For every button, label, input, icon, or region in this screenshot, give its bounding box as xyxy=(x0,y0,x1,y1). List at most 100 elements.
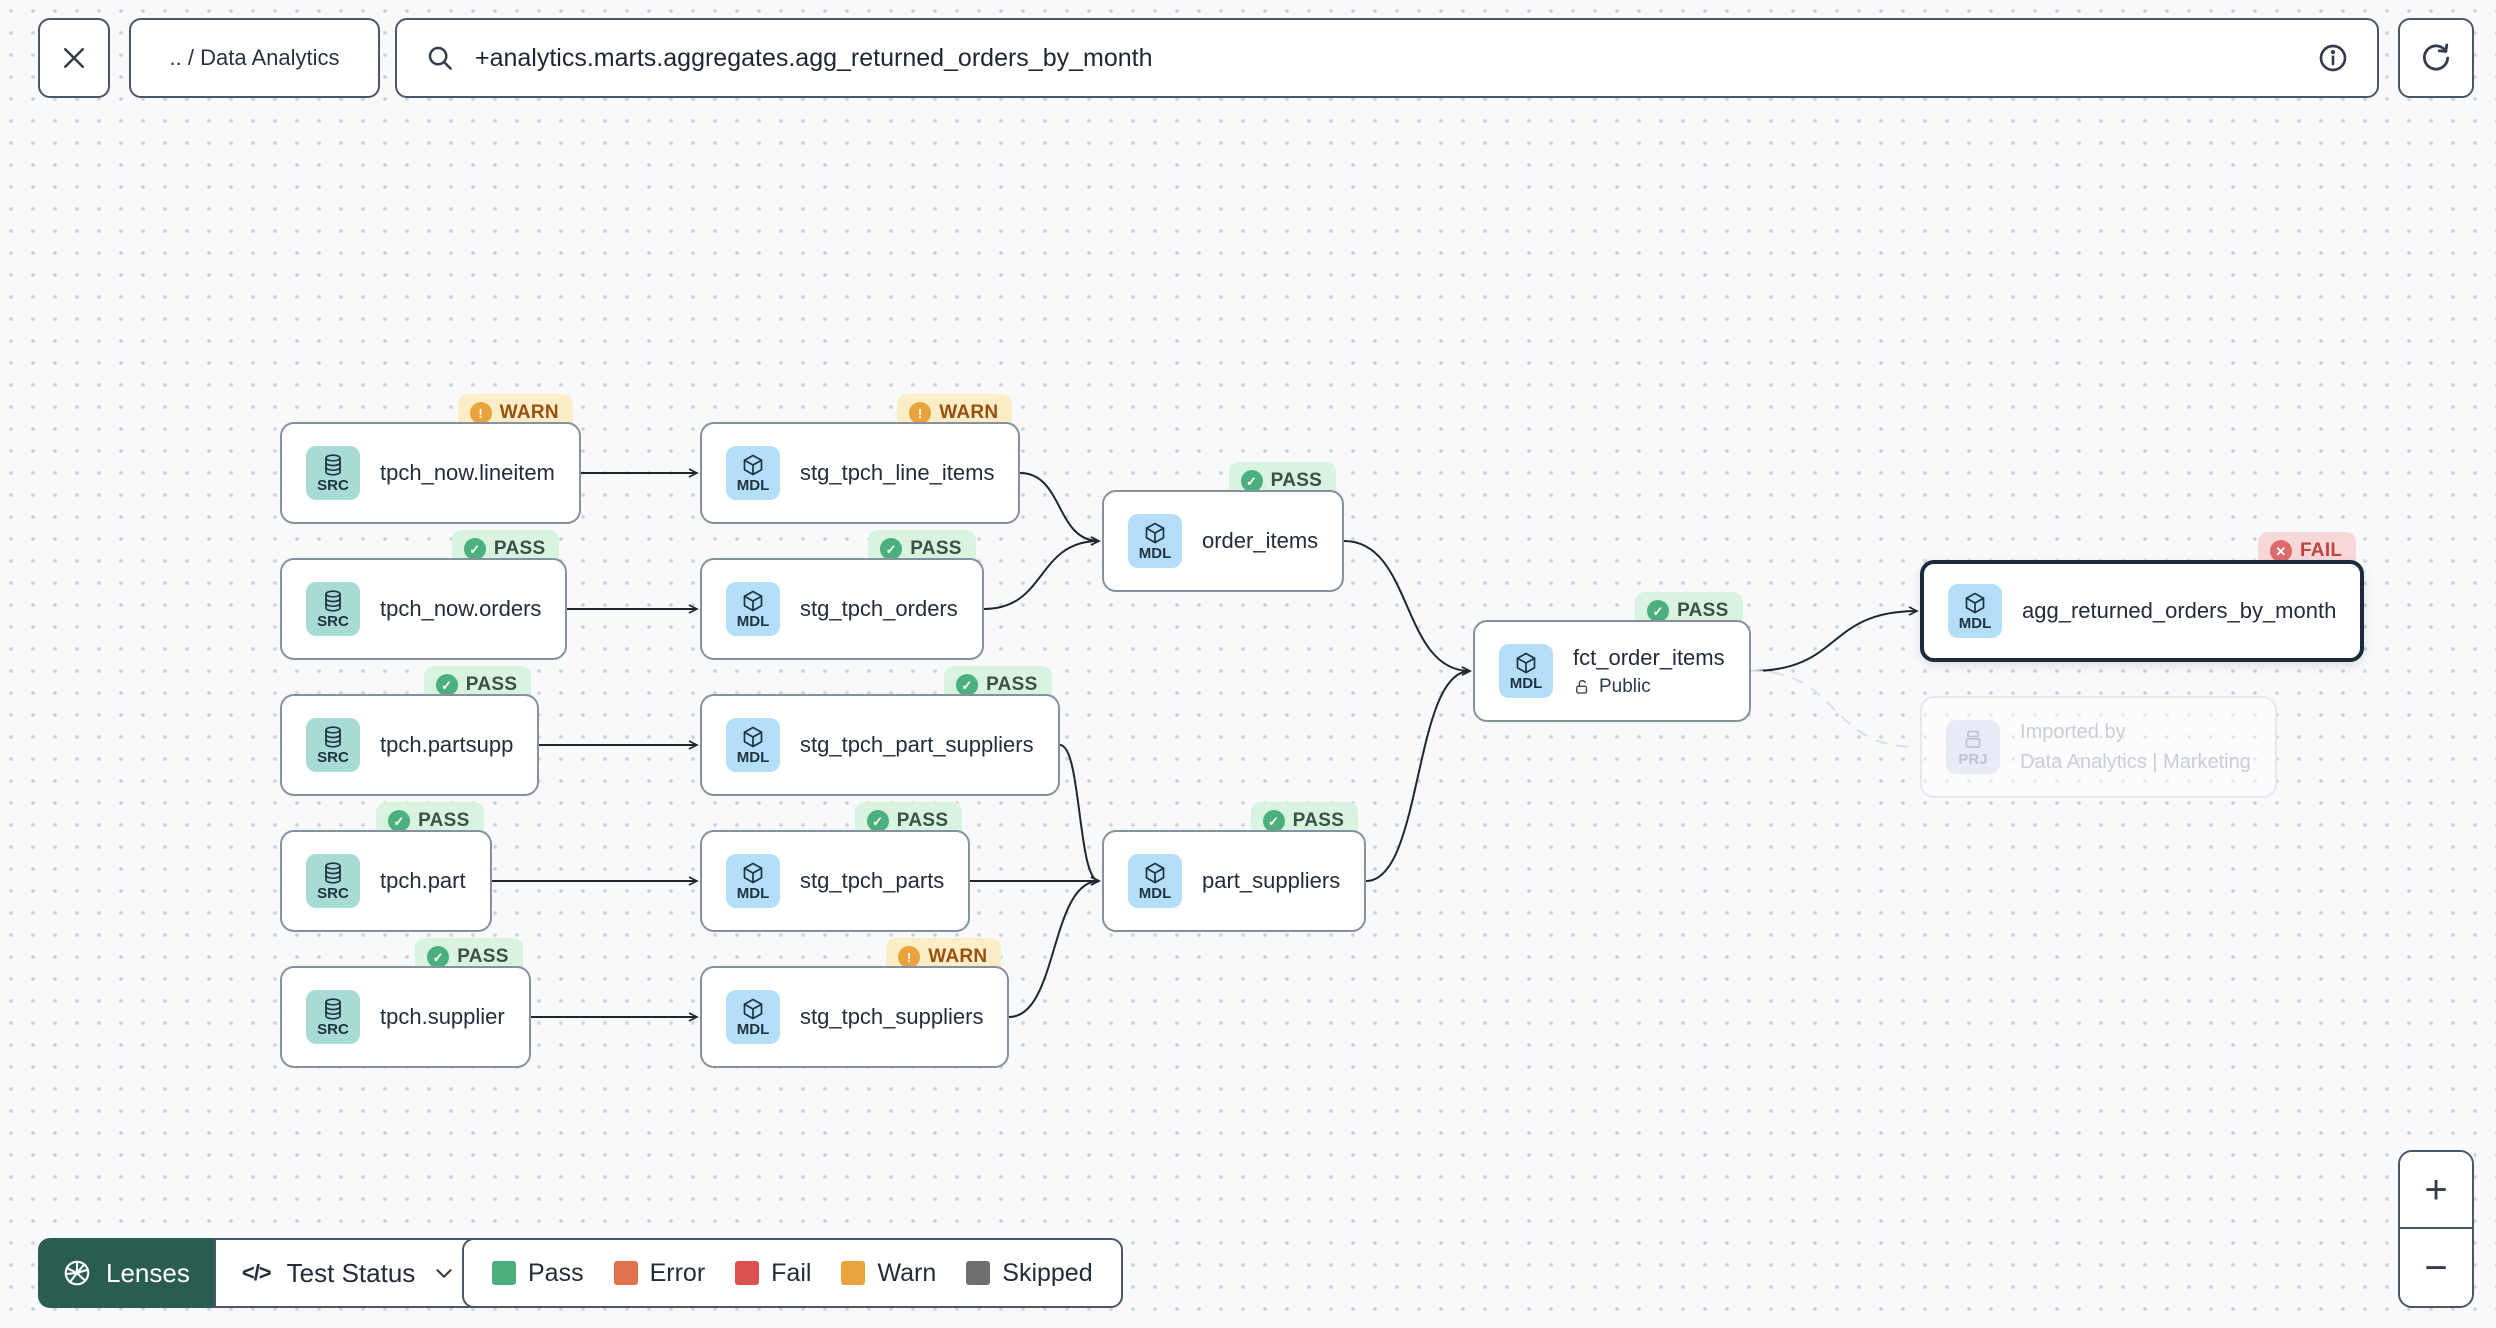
status-badge-label: PASS xyxy=(896,810,949,831)
database-icon xyxy=(325,861,341,884)
edge-dashed xyxy=(1750,670,1918,748)
search-input[interactable] xyxy=(473,42,2299,74)
node-type-tile: MDL xyxy=(726,990,780,1044)
status-badge-label: WARN xyxy=(939,402,999,423)
cube-icon xyxy=(743,998,763,1019)
cube-icon xyxy=(1965,592,1985,613)
node-type-tile: SRC xyxy=(306,446,360,500)
node-type-label: MDL xyxy=(1958,614,1992,632)
lens-control: Lenses </> Test Status xyxy=(38,1238,486,1308)
breadcrumb[interactable]: .. / Data Analytics xyxy=(129,18,380,98)
cube-icon xyxy=(1145,862,1165,883)
close-button[interactable] xyxy=(38,18,110,98)
search-icon xyxy=(428,46,452,70)
zoom-in-button[interactable]: + xyxy=(2400,1152,2472,1229)
search-bar[interactable] xyxy=(395,18,2379,98)
node-type-label: SRC xyxy=(317,1020,349,1038)
status-badge-label: WARN xyxy=(499,402,559,423)
cube-icon xyxy=(743,590,763,611)
legend-swatch xyxy=(966,1261,991,1285)
node-type-tile: MDL xyxy=(726,446,780,500)
node-type-tile: MDL xyxy=(1128,514,1182,568)
refresh-button[interactable] xyxy=(2398,18,2474,98)
legend-label: Pass xyxy=(528,1258,584,1287)
node-access: Public xyxy=(1573,676,1725,698)
node-type-tile: SRC xyxy=(306,990,360,1044)
node-label: agg_returned_orders_by_month xyxy=(2022,598,2337,623)
database-icon xyxy=(325,589,341,612)
legend-item-warn: Warn xyxy=(841,1259,936,1288)
pass-status-icon: ✓ xyxy=(1240,470,1263,492)
node-label: stg_tpch_part_suppliers xyxy=(800,732,1034,757)
cube-icon xyxy=(743,726,763,747)
lens-selector[interactable]: </> Test Status xyxy=(213,1238,486,1308)
warn-status-icon: ! xyxy=(898,946,921,968)
node-type-label: SRC xyxy=(317,612,349,630)
lenses-button[interactable]: Lenses xyxy=(38,1238,214,1308)
status-badge-label: PASS xyxy=(457,946,509,967)
status-badge-label: PASS xyxy=(465,674,518,695)
node-type-tile: SRC xyxy=(306,718,360,772)
edge xyxy=(1059,744,1101,886)
zoom-out-button[interactable]: − xyxy=(2400,1229,2472,1306)
database-icon xyxy=(325,453,341,476)
breadcrumb-label: .. / Data Analytics xyxy=(169,45,340,70)
node-type-label: MDL xyxy=(736,476,770,494)
node-body[interactable]: MDL stg_tpch_line_items xyxy=(700,422,1021,524)
code-icon: </> xyxy=(241,1260,272,1285)
access-label: Public xyxy=(1599,675,1651,697)
node-label: stg_tpch_line_items xyxy=(800,460,995,485)
database-icon xyxy=(325,997,341,1020)
cube-icon xyxy=(743,862,763,883)
info-icon[interactable] xyxy=(2317,42,2349,74)
cube-icon xyxy=(1516,652,1536,673)
node-type-tile: MDL xyxy=(726,582,780,636)
legend-item-fail: Fail xyxy=(735,1259,811,1288)
fail-status-icon: ✕ xyxy=(2269,540,2292,562)
refresh-icon xyxy=(2422,43,2450,71)
pass-status-icon: ✓ xyxy=(1262,810,1285,832)
legend-label: Warn xyxy=(877,1258,937,1287)
legend-item-pass: Pass xyxy=(492,1259,584,1288)
status-badge-label: PASS xyxy=(1292,810,1345,831)
edge xyxy=(1019,472,1101,546)
public-lock-icon xyxy=(1576,679,1588,694)
project-icon xyxy=(1965,730,1981,748)
pass-status-icon: ✓ xyxy=(427,946,450,968)
node-type-label: SRC xyxy=(317,884,349,902)
pass-status-icon: ✓ xyxy=(866,810,889,832)
node-type-tile: SRC xyxy=(306,854,360,908)
node-body[interactable]: MDL agg_returned_orders_by_month xyxy=(1920,560,2365,662)
node-type-label: MDL xyxy=(1138,884,1172,902)
